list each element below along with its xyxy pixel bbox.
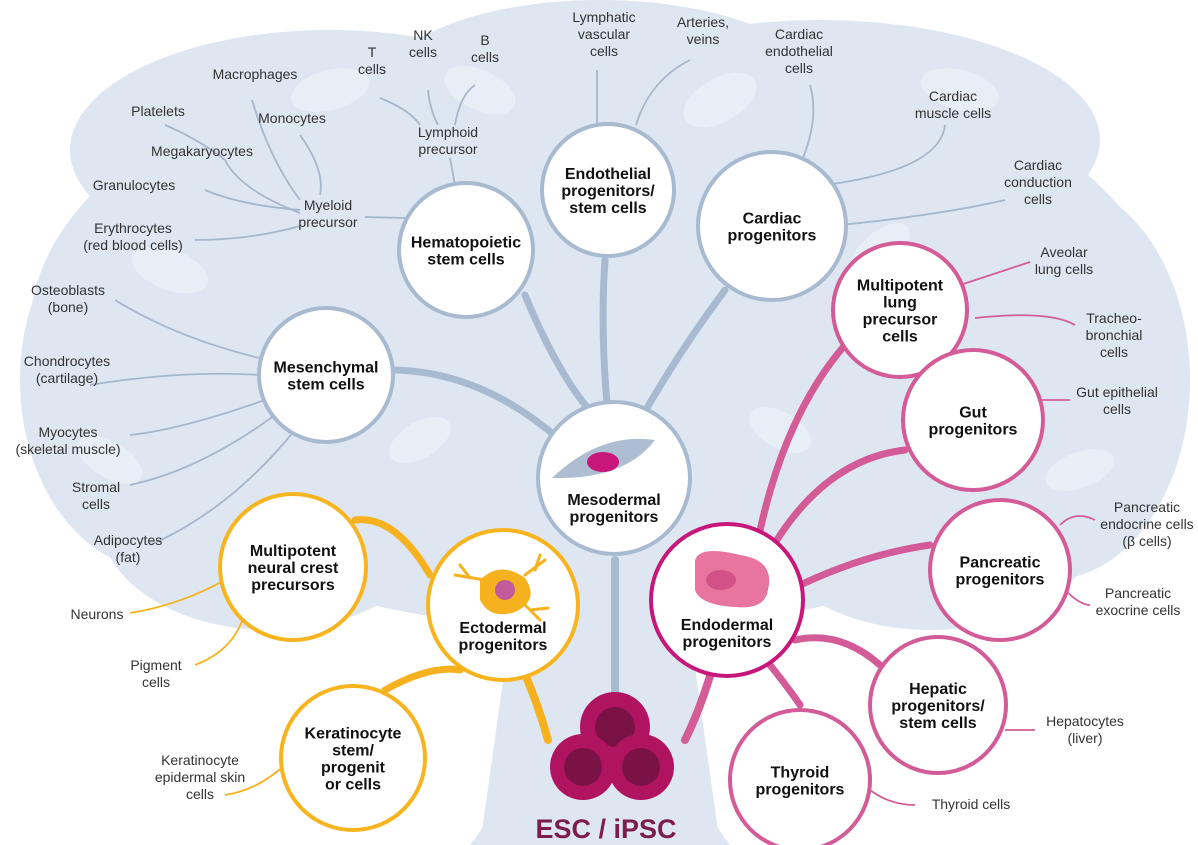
node-hepatic-circle [868, 635, 1008, 775]
mesoderm-leaf-connectors [89, 59, 1006, 546]
leaf-thyroid-cells-label: Thyroid cells [932, 796, 1011, 812]
node-gut-circle [901, 348, 1045, 492]
leaf-monocytes-label: Monocytes [258, 110, 326, 126]
leaf-myocytes-label: Myocytes(skeletal muscle) [15, 424, 120, 457]
neuron-cell-icon [453, 553, 550, 622]
leaf-chondrocytes-label: Chondrocytes(cartilage) [24, 353, 110, 386]
leaf-osteoblasts-label: Osteoblasts(bone) [31, 282, 105, 315]
main-lineage-connectors [351, 256, 934, 744]
node-endothelial-circle [540, 122, 676, 258]
leaf-arteries-label: Arteries,veins [677, 14, 729, 47]
endoderm-leaf-connectors [869, 261, 1096, 806]
node-keratinocyte-circle [279, 684, 427, 832]
mesoderm-cell-icon [552, 438, 655, 479]
leaf-hepatocytes-label: Hepatocytes(liver) [1046, 713, 1124, 746]
leaf-macrophages-label: Macrophages [213, 66, 298, 82]
leaf-erythrocytes-label: Erythrocytes(red blood cells) [83, 220, 183, 253]
node-mesenchymal-circle [257, 306, 395, 444]
root-label: ESC / iPSC [535, 814, 676, 844]
leaf-adipocytes-label: Adipocytes(fat) [94, 532, 162, 565]
node-pancreatic-circle [928, 498, 1072, 642]
endoderm-cell-icon [695, 551, 770, 608]
node-thyroid-circle [728, 708, 872, 845]
node-cardiac-circle [696, 150, 848, 302]
node-lung-circle [831, 241, 969, 379]
node-neural-crest-circle [218, 492, 368, 642]
leaf-neurons-label: Neurons [71, 606, 124, 622]
leaf-granulocytes-label: Granulocytes [93, 177, 175, 193]
esc-cell-cluster-icon [550, 692, 674, 800]
node-hematopoietic-circle [397, 181, 535, 319]
leaf-megakaryocytes-label: Megakaryocytes [151, 143, 253, 159]
leaf-platelets-label: Platelets [131, 103, 185, 119]
